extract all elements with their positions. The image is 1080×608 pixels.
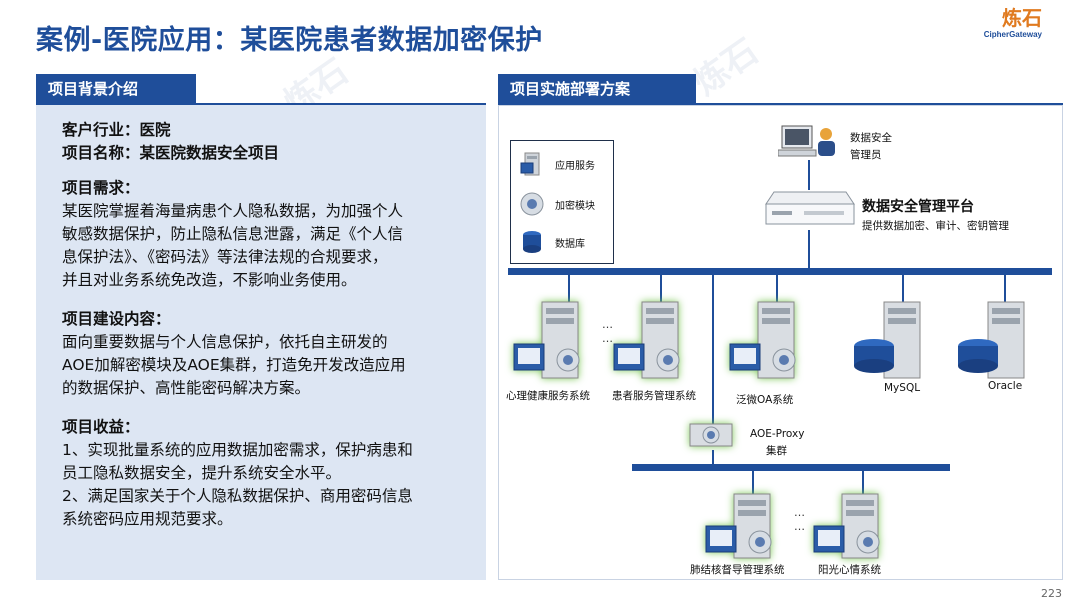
- connector: [660, 275, 662, 303]
- app-server-icon: [520, 152, 540, 176]
- crypto-module-icon: [520, 192, 544, 216]
- logo-en: CipherGateway: [983, 30, 1042, 39]
- system-label-oa: 泛微OA系统: [736, 394, 794, 406]
- build-line: 的数据保护、高性能密码解决方案。: [62, 379, 311, 397]
- system-label-oracle: Oracle: [988, 380, 1023, 392]
- app-server-icon: [513, 301, 580, 379]
- benefit-line: 员工隐私数据安全，提升系统安全水平。: [62, 464, 342, 482]
- divider: [36, 103, 486, 105]
- connector: [776, 275, 778, 303]
- system-label-lung: 肺结核督导管理系统: [690, 564, 785, 576]
- proxy-label: 集群: [766, 445, 787, 457]
- benefit-line: 2、满足国家关于个人隐私数据保护、商用密码信息: [62, 487, 413, 505]
- page-number: 223: [1041, 587, 1062, 600]
- page-title: 案例-医院应用：某医院患者数据加密保护: [36, 25, 543, 56]
- build-line: 面向重要数据与个人信息保护，依托自主研发的: [62, 333, 388, 351]
- background-panel: 客户行业：医院 项目名称：某医院数据安全项目 项目需求： 某医院掌握着海量病患个…: [36, 105, 486, 580]
- benefit-line: 1、实现批量系统的应用数据加密需求，保护病患和: [62, 441, 413, 459]
- background-section-header: 项目背景介绍: [36, 74, 196, 104]
- legend-label: 应用服务: [555, 160, 595, 172]
- legend-item-crypto: 加密模块: [519, 191, 595, 217]
- connector: [712, 450, 714, 466]
- logo-cn: 炼石: [1002, 6, 1042, 30]
- aoe-proxy-icon: [689, 423, 733, 447]
- connector: [902, 275, 904, 303]
- system-label-patient: 患者服务管理系统: [612, 390, 696, 402]
- legend: 应用服务 加密模块 数据库: [510, 140, 614, 264]
- ellipsis: …: [602, 318, 613, 331]
- network-bus: [632, 464, 950, 471]
- app-server-icon: [729, 301, 796, 379]
- divider: [498, 103, 1063, 105]
- connector: [808, 160, 810, 190]
- ellipsis: …: [794, 506, 805, 519]
- platform-desc: 提供数据加密、审计、密钥管理: [862, 220, 1009, 232]
- build-line: AOE加解密模块及AOE集群，打造免开发改造应用: [62, 356, 406, 374]
- client-industry: 客户行业：医院: [62, 121, 171, 139]
- admin-workstation-icon: [778, 125, 835, 157]
- admin-label: 数据安全: [850, 132, 892, 144]
- system-label-psych: 心理健康服务系统: [506, 390, 590, 402]
- connector: [568, 275, 570, 303]
- system-label-sunshine: 阳光心情系统: [818, 564, 881, 576]
- needs-line: 并且对业务系统免改造，不影响业务使用。: [62, 271, 357, 289]
- app-server-icon: [613, 301, 680, 379]
- ellipsis: …: [602, 332, 613, 345]
- benefit-title: 项目收益：: [62, 418, 140, 436]
- admin-label: 管理员: [850, 149, 882, 161]
- mysql-server-icon: [854, 301, 921, 379]
- database-icon: [523, 231, 541, 253]
- build-title: 项目建设内容：: [62, 310, 171, 328]
- connector: [752, 471, 754, 495]
- oracle-server-icon: [958, 301, 1025, 379]
- proxy-label: AOE-Proxy: [750, 428, 805, 440]
- app-server-icon: [813, 493, 880, 559]
- needs-title: 项目需求：: [62, 179, 140, 197]
- legend-item-database: 数据库: [519, 229, 585, 255]
- connector: [808, 230, 810, 270]
- legend-item-app-service: 应用服务: [519, 151, 595, 177]
- deployment-section-header: 项目实施部署方案: [498, 74, 696, 104]
- needs-line: 息保护法》、《密码法》等法律法规的合规要求，: [62, 248, 388, 266]
- platform-title: 数据安全管理平台: [862, 199, 974, 215]
- ellipsis: …: [794, 520, 805, 533]
- legend-label: 数据库: [555, 238, 585, 250]
- network-bus: [508, 268, 1052, 275]
- management-platform-icon: [765, 191, 855, 225]
- connector: [712, 275, 714, 425]
- project-name: 项目名称：某医院数据安全项目: [62, 144, 280, 162]
- app-server-icon: [705, 493, 772, 559]
- legend-label: 加密模块: [555, 200, 595, 212]
- benefit-line: 系统密码应用规范要求。: [62, 510, 233, 528]
- needs-line: 某医院掌握着海量病患个人隐私数据，为加强个人: [62, 202, 404, 220]
- connector: [862, 471, 864, 495]
- needs-line: 敏感数据保护，防止隐私信息泄露，满足《个人信: [62, 225, 404, 243]
- connector: [1004, 275, 1006, 303]
- brand-logo: 炼石 CipherGateway: [984, 6, 1042, 39]
- system-label-mysql: MySQL: [884, 382, 921, 394]
